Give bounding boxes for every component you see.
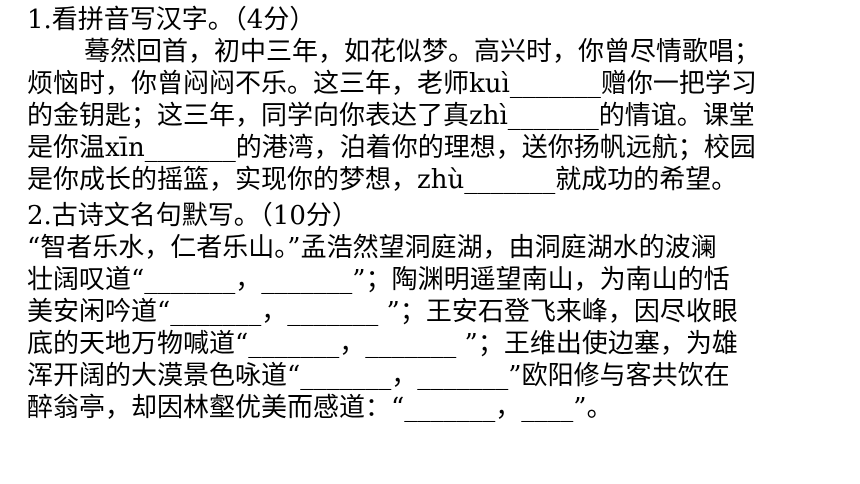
document-body: 1.看拼音写汉字。（4分） 蓦然回首，初中三年，如花似梦。高兴时，你曾尽情歌唱；… bbox=[27, 2, 853, 424]
question-1-line-3: 的金钥匙；这三年，同学向你表达了真zhì_______的情谊。课堂 bbox=[27, 101, 755, 131]
question-2-line-5: 浑开阔的大漠景色咏道“_______，_______”欧阳修与客共饮在 bbox=[27, 361, 730, 391]
question-1-line-5: 是你成长的摇篮，实现你的梦想，zhù_______就成功的希望。 bbox=[27, 165, 738, 195]
question-1-heading: 1.看拼音写汉字。（4分） bbox=[27, 5, 316, 35]
question-2-heading: 2.古诗文名句默写。（10分） bbox=[27, 201, 358, 231]
question-2-line-1: “智者乐水，仁者乐山。”孟浩然望洞庭湖，由洞庭湖水的波澜 bbox=[27, 233, 717, 263]
question-1-line-1: 蓦然回首，初中三年，如花似梦。高兴时，你曾尽情歌唱； bbox=[84, 37, 761, 67]
question-2-line-4: 底的天地万物喊道“_______，_______ ”；王维出使边塞，为雄 bbox=[27, 329, 738, 359]
question-2-line-2: 壮阔叹道“_______，_______”；陶渊明遥望南山，为南山的恬 bbox=[27, 265, 730, 295]
question-2-line-6: 醉翁亭，却因林壑优美而感道：“_______，____”。 bbox=[27, 393, 613, 423]
question-1-line-2: 烦恼时，你曾闷闷不乐。这三年，老师kuì_______赠你一把学习 bbox=[27, 69, 757, 99]
question-2-line-3: 美安闲吟道“_______，_______ ”；王安石登飞来峰，因尽收眼 bbox=[27, 297, 738, 327]
question-1-line-4: 是你温xīn_______的港湾，泊着你的理想，送你扬帆远航；校园 bbox=[27, 133, 756, 163]
